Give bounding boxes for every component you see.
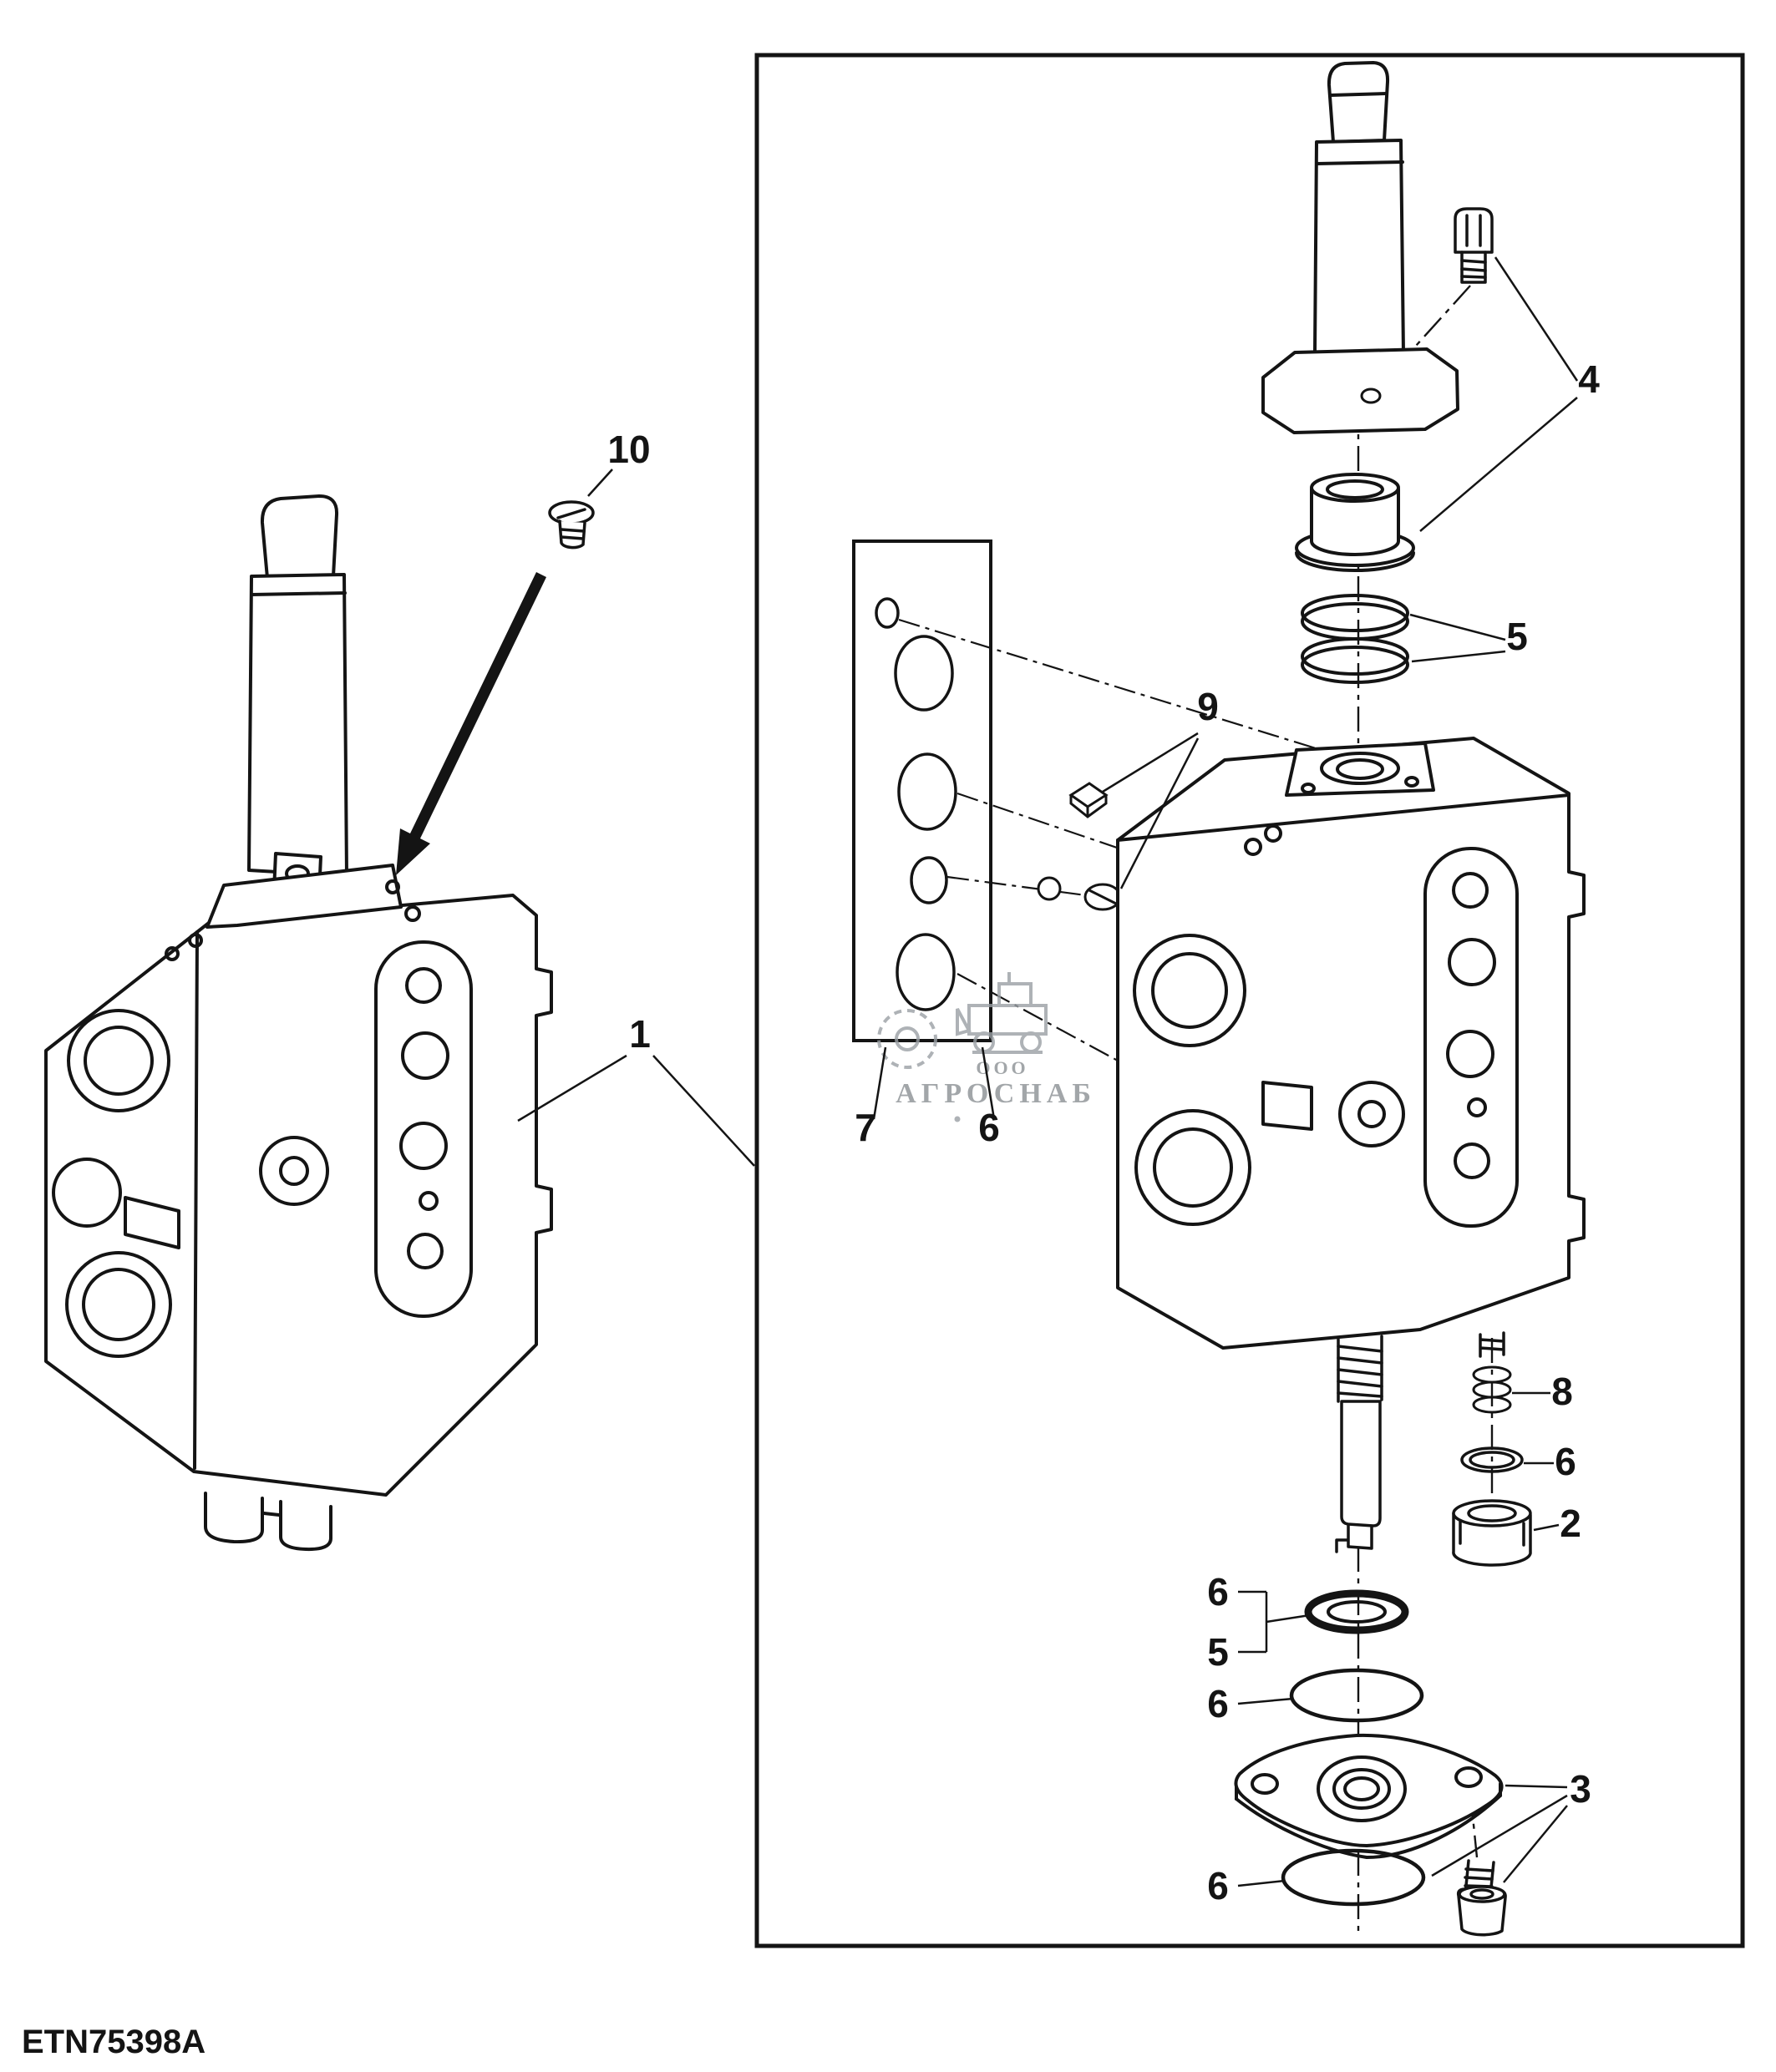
callout-5-top: 5 — [1506, 615, 1528, 658]
assembled-valve-view — [44, 494, 553, 1552]
plug — [1452, 1499, 1532, 1567]
pointer-arrow — [396, 572, 546, 875]
cap-screw — [1456, 1859, 1507, 1937]
body-edge — [193, 930, 199, 1470]
detent-parts — [1037, 782, 1122, 911]
backup-washer — [1304, 1589, 1409, 1634]
screw-item-10 — [548, 500, 595, 550]
side-ports — [52, 1009, 180, 1358]
large-o-ring-upper — [1289, 1668, 1424, 1723]
callout-3: 3 — [1570, 1767, 1591, 1811]
plate-o-rings — [875, 597, 957, 1011]
gear-icon — [877, 1009, 937, 1069]
callout-6-plate: 6 — [978, 1106, 1000, 1149]
actuator-stack — [1261, 61, 1494, 684]
seal-rings-top — [1301, 594, 1409, 684]
spring — [1472, 1365, 1512, 1414]
callout-6-oring-lower: 6 — [1207, 1864, 1229, 1907]
detent-ball — [1037, 876, 1062, 901]
body-feet — [204, 1492, 332, 1552]
callout-6-right: 6 — [1555, 1440, 1576, 1483]
actuator-stem — [1313, 139, 1405, 356]
callout-1: 1 — [629, 1012, 651, 1056]
end-cap-flange — [1234, 1733, 1504, 1859]
callout-2: 2 — [1560, 1502, 1581, 1545]
large-o-ring-lower — [1281, 1848, 1426, 1907]
spool-stem — [247, 573, 348, 878]
center-boss — [259, 1136, 329, 1206]
callout-leaders — [872, 256, 1579, 1887]
callout-6-oring-upper: 6 — [1207, 1682, 1229, 1725]
spool-cap — [260, 494, 339, 580]
detent-nut — [1068, 782, 1109, 818]
callout-10: 10 — [607, 428, 650, 471]
callout-8: 8 — [1551, 1370, 1573, 1413]
valve-body — [44, 894, 553, 1497]
callout-5-bottom: 5 — [1207, 1630, 1229, 1674]
callout-9: 9 — [1197, 685, 1219, 728]
actuator-flange — [1261, 347, 1459, 434]
callouts: 10 1 4 5 9 7 6 8 6 2 6 5 6 6 3 — [607, 357, 1600, 1907]
bushing-cup — [1295, 473, 1415, 572]
left-callout-leaders — [517, 469, 755, 1167]
spool-lower-end — [1340, 1400, 1382, 1527]
callout-6-bracket: 6 — [1207, 1570, 1229, 1614]
bolt-gallery — [374, 940, 473, 1318]
flange-bolt — [1454, 207, 1494, 284]
gasket-plate — [852, 540, 992, 1042]
slotted-plug — [1083, 883, 1122, 911]
small-o-ring — [1460, 1446, 1524, 1473]
callout-7: 7 — [855, 1106, 876, 1149]
exploded-valve-body — [1116, 737, 1586, 1350]
actuator-cap — [1327, 61, 1390, 144]
watermark-company-name: АГРОСНАБ — [896, 1078, 1096, 1109]
callout-4: 4 — [1578, 357, 1600, 401]
lower-spool-stack — [1234, 1331, 1532, 1937]
drawing-code: ETN75398A — [22, 2024, 206, 2060]
top-port — [1285, 742, 1435, 797]
exploded-view-frame — [754, 53, 1745, 1948]
